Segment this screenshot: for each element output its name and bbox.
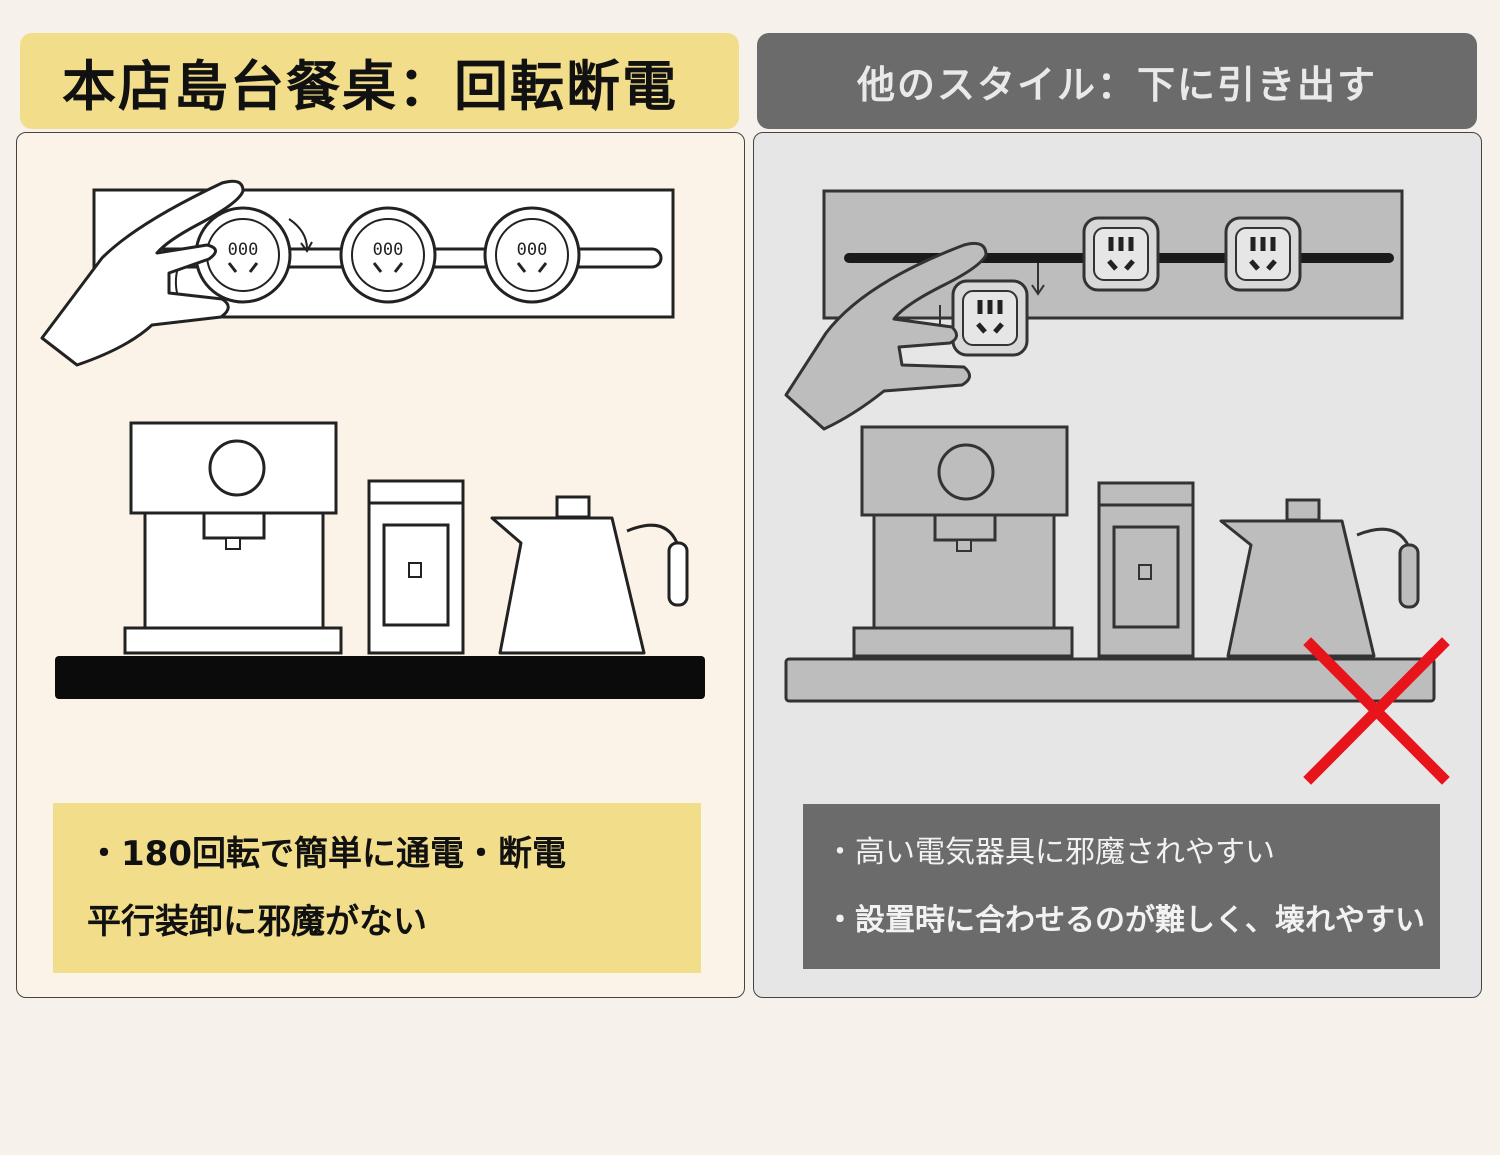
socket-icon: 000 — [339, 206, 437, 304]
cross-mark-icon — [1303, 637, 1450, 785]
left-header: 本店島台餐桌：回転断電 — [20, 33, 739, 129]
socket-icon — [951, 279, 1029, 357]
left-point-2: 平行装卸に邪魔がない — [87, 902, 427, 942]
socket-icon: 000 — [483, 206, 581, 304]
left-title: 本店島台餐桌：回転断電 — [62, 54, 678, 118]
kettle-icon — [1219, 498, 1420, 658]
coffee-machine-icon — [123, 421, 343, 655]
right-point-2: ・設置時に合わせるのが難しく、壊れやすい — [825, 902, 1425, 938]
hand-icon — [784, 241, 988, 431]
svg-text:000: 000 — [228, 240, 259, 260]
socket-icon: 000 — [194, 206, 292, 304]
pull-down-socket-illustration — [784, 189, 1450, 785]
right-point-1: ・高い電気器具に邪魔されやすい — [825, 834, 1275, 870]
rotate-arrow-icon — [288, 218, 308, 250]
right-header: 他のスタイル：下に引き出す — [757, 33, 1477, 129]
down-arrow-icon — [1031, 263, 1045, 296]
right-feature-box: ・高い電気器具に邪魔されやすい ・設置時に合わせるのが難しく、壊れやすい — [803, 804, 1440, 969]
blender-icon — [1097, 481, 1195, 658]
countertop — [784, 657, 1436, 703]
right-title: 他のスタイル：下に引き出す — [856, 62, 1377, 107]
countertop — [55, 656, 705, 699]
blender-icon — [367, 479, 465, 655]
kettle-icon — [490, 495, 689, 655]
svg-text:000: 000 — [517, 240, 548, 260]
socket-icon — [1224, 216, 1302, 292]
left-feature-box: ・180回転で簡単に通電・断電 平行装卸に邪魔がない — [53, 803, 701, 973]
right-panel: ・高い電気器具に邪魔されやすい ・設置時に合わせるのが難しく、壊れやすい — [753, 132, 1482, 998]
rotating-socket-illustration: 000 000 000 — [40, 179, 705, 699]
coffee-machine-icon — [852, 425, 1074, 658]
left-panel: 000 000 000 — [16, 132, 745, 998]
left-point-1: ・180回転で簡単に通電・断電 — [87, 834, 566, 874]
hand-icon — [40, 179, 245, 367]
socket-icon — [1082, 216, 1160, 292]
svg-text:000: 000 — [373, 240, 404, 260]
